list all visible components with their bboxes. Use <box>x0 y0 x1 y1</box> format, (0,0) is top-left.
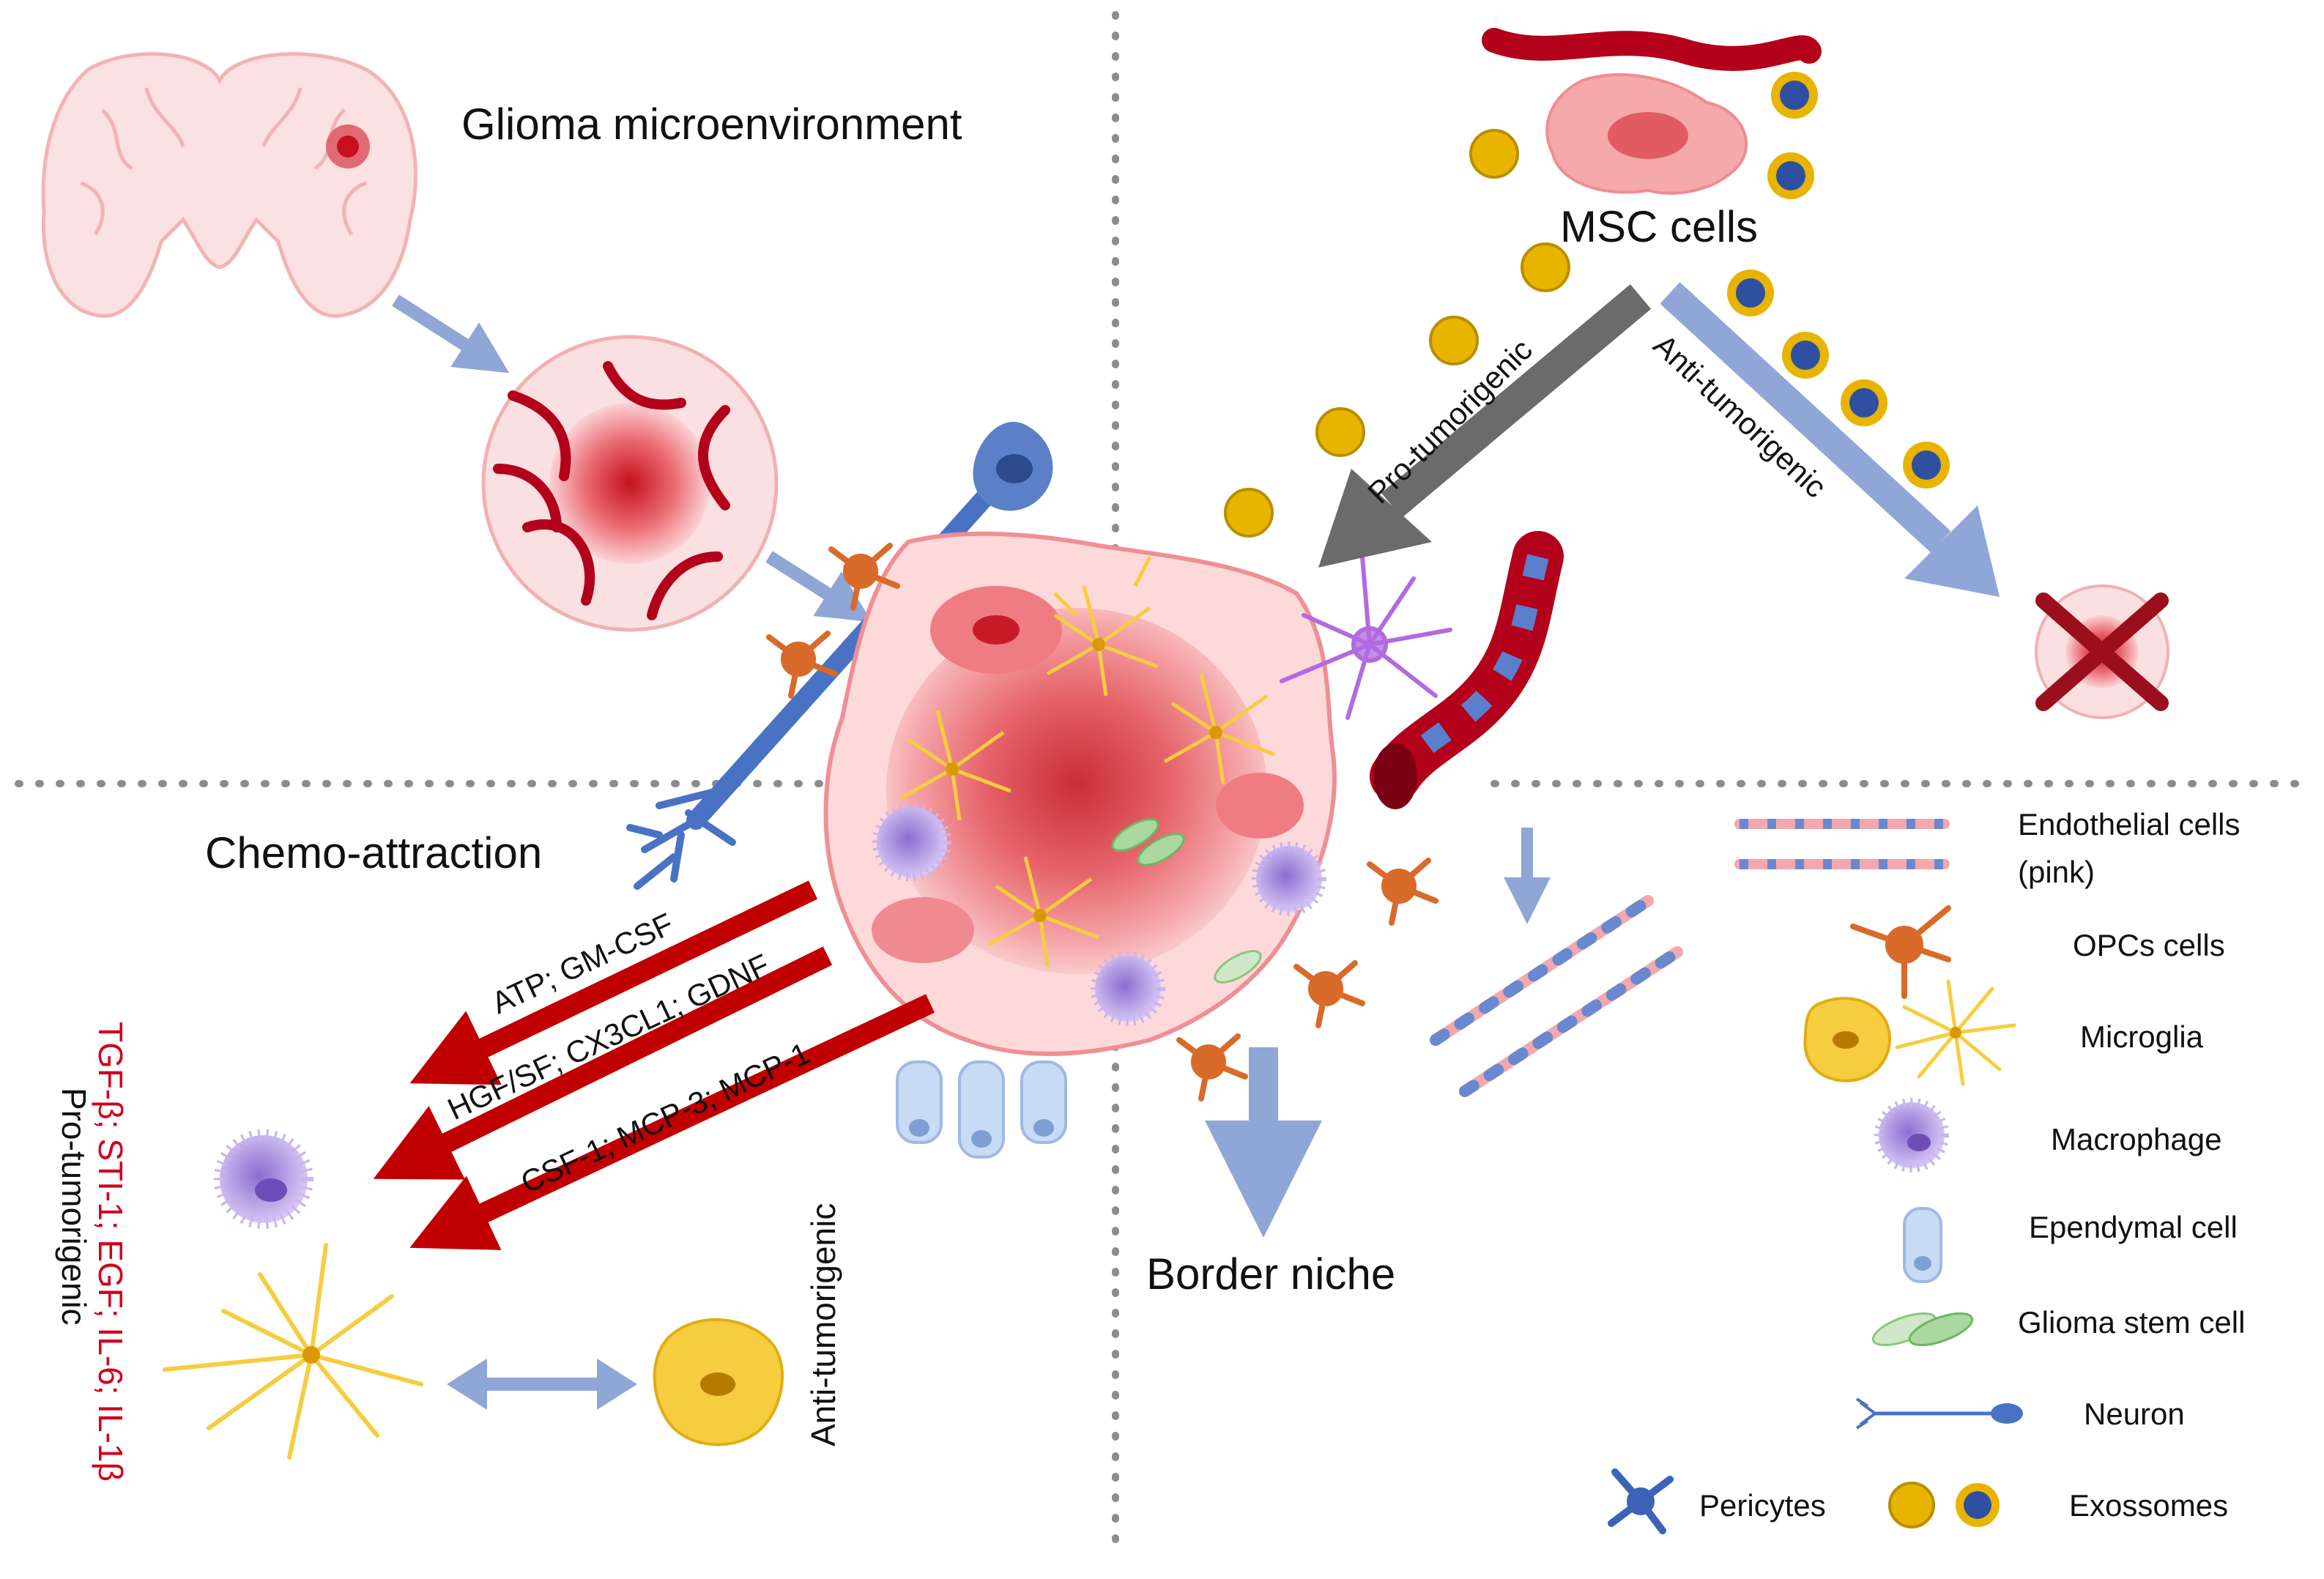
macrophage-cells <box>872 803 1326 1026</box>
legend-microglia-label: Microglia <box>2080 1019 2204 1054</box>
pro-tumorigenic-arrow <box>1318 284 1652 568</box>
exosomes-blue <box>1727 72 1950 488</box>
central-glioma-tumor <box>823 531 1337 1056</box>
exosomes-gold <box>1224 129 1570 538</box>
title-msc-cells: MSC cells <box>1560 202 1758 251</box>
legend-endothelial-label-1: Endothelial cells <box>2018 807 2241 841</box>
title-chemo-attraction: Chemo-attraction <box>205 828 542 877</box>
astrocyte-purple-icon <box>1280 554 1452 720</box>
legend-opc-label: OPCs cells <box>2073 928 2225 962</box>
legend-endothelial-icon <box>1734 819 1950 869</box>
glioma-stem-cells-icon <box>1111 818 1262 984</box>
legend-macrophage-icon <box>1874 1098 1949 1173</box>
legend-ependymal-icon <box>1903 1207 1942 1283</box>
label-cytokines: TGF-β; STI-1; EGF; IL-6; IL-1β <box>92 1022 130 1482</box>
legend-pericytes-label: Pericytes <box>1699 1488 1826 1523</box>
ependymal-cells <box>896 1060 1067 1159</box>
endothelial-strands <box>1430 895 1683 1097</box>
microglia-bottom-left <box>163 1243 423 1460</box>
crossed-tumor-icon <box>2035 584 2169 719</box>
legend-glioma-stem-label: Glioma stem cell <box>2018 1305 2245 1340</box>
label-pro-tumorigenic-vertical: Pro-tumorigenic <box>55 1088 93 1326</box>
legend-exosomes-icon <box>1888 1482 2000 1528</box>
legend-ependymal-label: Ependymal cell <box>2029 1210 2238 1244</box>
legend-endothelial-label-2: (pink) <box>2018 855 2095 889</box>
macrophage-bottom-left <box>214 1129 313 1229</box>
arrow-tumor-to-center <box>765 551 872 623</box>
microglia-branched-icon <box>899 555 1275 967</box>
legend: Endothelial cells (pink) OPCs cells Micr… <box>1608 807 2245 1534</box>
legend-neuron-label: Neuron <box>2084 1397 2185 1431</box>
chemo-arrows <box>373 880 935 1250</box>
legend-microglia-icon <box>1803 979 2016 1086</box>
blood-vessel-icon <box>1370 531 1564 809</box>
msc-cell-icon <box>1545 73 1748 195</box>
opc-cells <box>766 543 1438 1101</box>
legend-macrophage-label: Macrophage <box>2051 1122 2221 1156</box>
legend-opc-icon <box>1850 905 1951 999</box>
brain-coronal-section-icon <box>41 52 417 318</box>
title-glioma-microenvironment: Glioma microenvironment <box>461 100 962 149</box>
title-border-niche: Border niche <box>1146 1249 1395 1299</box>
legend-neuron-icon <box>1855 1397 2023 1430</box>
microglia-amoeboid-icon <box>653 1318 784 1446</box>
anti-tumorigenic-arrow <box>1660 282 2000 597</box>
legend-exosomes-label: Exossomes <box>2069 1488 2228 1523</box>
label-anti-tumorigenic-vertical: Anti-tumorigenic <box>804 1203 842 1446</box>
vessel-band-top <box>1482 28 1822 71</box>
vascularized-tumor-icon <box>481 335 779 632</box>
neuron-icon <box>626 422 1053 890</box>
arrow-brain-to-tumor <box>392 294 510 374</box>
legend-pericytes-icon <box>1608 1468 1674 1534</box>
legend-glioma-stem-icon <box>1871 1312 1974 1347</box>
bidirectional-arrow <box>447 1359 637 1410</box>
microglia-centers <box>946 638 1222 922</box>
